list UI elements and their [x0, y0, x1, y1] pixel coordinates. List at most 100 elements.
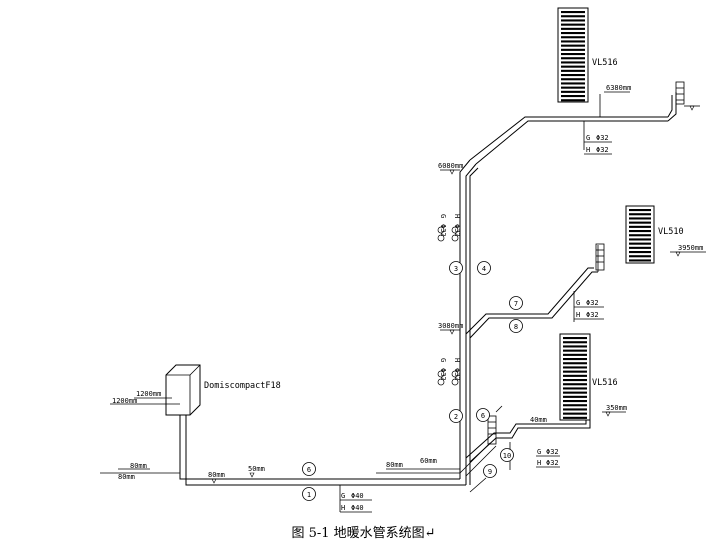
pipe-size-top: G H Φ32 Φ32 — [584, 134, 612, 155]
pipe-size-lower: G H Φ32 Φ32 — [536, 448, 560, 468]
radiator-bottom-label: VL516 — [592, 378, 618, 388]
top-h-size: Φ32 — [596, 146, 609, 154]
radiator-fin — [563, 362, 587, 365]
marker-3: 3 — [449, 261, 463, 275]
elev-80-bottom: 80mm — [208, 471, 225, 479]
elev-80-left2: 80mm — [130, 462, 147, 470]
low-g-letter: G — [537, 448, 541, 456]
radiator-fin — [561, 15, 585, 18]
main-supply-return-pipes — [179, 409, 466, 486]
main-g-letter: G — [341, 492, 345, 500]
elev-50-bottom: 50mm — [248, 465, 265, 473]
svg-text:4: 4 — [482, 265, 486, 273]
marker-7: 7 — [509, 296, 523, 310]
manifold-connections — [376, 442, 497, 493]
radiator-fin — [629, 221, 651, 224]
radiator-fin — [561, 90, 585, 93]
radiator-fin — [561, 61, 585, 64]
svg-text:2: 2 — [454, 413, 458, 421]
top-h-letter: H — [586, 146, 590, 154]
marker-8: 8 — [509, 319, 523, 333]
marker-4: 4 — [477, 261, 491, 275]
radiator-fin — [563, 337, 587, 340]
elev-3950: 3950mm — [678, 244, 703, 252]
marker-10: 10 — [500, 448, 514, 462]
radiator-fin — [561, 44, 585, 47]
boiler-leaders: 1200mm 1200mm 80mm 80mm — [100, 390, 180, 481]
radiator-fin — [629, 251, 651, 254]
radiator-fin — [629, 230, 651, 233]
riser-upper-h-size: Φ32 — [453, 224, 461, 237]
radiator-fin — [561, 40, 585, 43]
radiator-fin — [629, 213, 651, 216]
svg-text:10: 10 — [503, 452, 511, 460]
radiator-fin — [563, 387, 587, 390]
marker-1: 1 — [302, 487, 316, 501]
main-g-size: Φ40 — [351, 492, 364, 500]
elevation-marks: 6080mm 3080mm 6380mm 3950mm 350mm 40mm 8… — [208, 84, 706, 484]
elev-60-riser: 60mm — [420, 457, 437, 465]
elev-80-left: 80mm — [118, 473, 135, 481]
radiator-fin — [561, 57, 585, 60]
radiator-fin — [563, 395, 587, 398]
radiator-top-label: VL516 — [592, 58, 618, 68]
marker-6: 6 — [476, 408, 490, 422]
radiator-fin — [629, 234, 651, 237]
circle-markers: 1 6 2 6 3 4 7 8 — [302, 261, 523, 501]
riser-size-upper: G H Φ32 Φ32 — [439, 214, 461, 237]
radiator-fin — [629, 259, 651, 262]
radiator-fin — [563, 404, 587, 407]
radiator-fin — [629, 246, 651, 249]
radiator-fin — [561, 53, 585, 56]
radiator-fin — [561, 32, 585, 35]
valve-middle — [595, 243, 605, 271]
radiator-fin — [561, 78, 585, 81]
top-g-letter: G — [586, 134, 590, 142]
elev-80-riser: 80mm — [386, 461, 403, 469]
svg-text:6: 6 — [481, 412, 485, 420]
radiator-fin — [629, 209, 651, 212]
main-h-size: Φ40 — [351, 504, 364, 512]
radiator-fin — [561, 11, 585, 14]
pipe-size-middle: G H Φ32 Φ32 — [574, 299, 604, 320]
main-h-letter: H — [341, 504, 345, 512]
main-risers — [459, 92, 677, 485]
riser-lower-g-size: Φ32 — [439, 368, 447, 381]
radiator-fin — [561, 36, 585, 39]
radiator-fin — [629, 225, 651, 228]
radiator-middle: VL510 — [625, 205, 684, 264]
radiator-fin — [563, 345, 587, 348]
elev-40: 40mm — [530, 416, 547, 424]
mid-g-letter: G — [576, 299, 580, 307]
radiator-fin — [563, 391, 587, 394]
radiator-fin — [629, 255, 651, 258]
radiator-fin — [563, 383, 587, 386]
radiator-fin — [563, 412, 587, 415]
radiator-fin — [563, 374, 587, 377]
elev-6380: 6380mm — [606, 84, 631, 92]
radiator-fin — [563, 349, 587, 352]
valve-bottom — [487, 405, 503, 445]
radiator-fin — [563, 408, 587, 411]
radiator-fin — [561, 69, 585, 72]
radiator-fin — [561, 27, 585, 30]
elev-3080: 3080mm — [438, 322, 463, 330]
radiator-fin — [561, 95, 585, 98]
riser-upper-g: G — [439, 214, 447, 218]
marker-5: 6 — [302, 462, 316, 476]
radiator-middle-label: VL510 — [658, 227, 684, 237]
riser-size-lower: G H Φ32 Φ32 — [439, 358, 461, 381]
middle-branch-pipes — [465, 245, 599, 339]
svg-text:1: 1 — [307, 491, 311, 499]
svg-text:6: 6 — [307, 466, 311, 474]
radiator-fin — [561, 65, 585, 68]
valve-top — [675, 81, 700, 111]
radiator-fin — [563, 370, 587, 373]
radiator-fin — [563, 366, 587, 369]
mid-h-size: Φ32 — [586, 311, 599, 319]
figure-caption: 图 5-1 地暖水管系统图↵ — [291, 526, 436, 541]
radiator-bottom: VL516 — [559, 333, 618, 421]
radiator-fin — [561, 86, 585, 89]
riser-valves — [437, 226, 459, 386]
